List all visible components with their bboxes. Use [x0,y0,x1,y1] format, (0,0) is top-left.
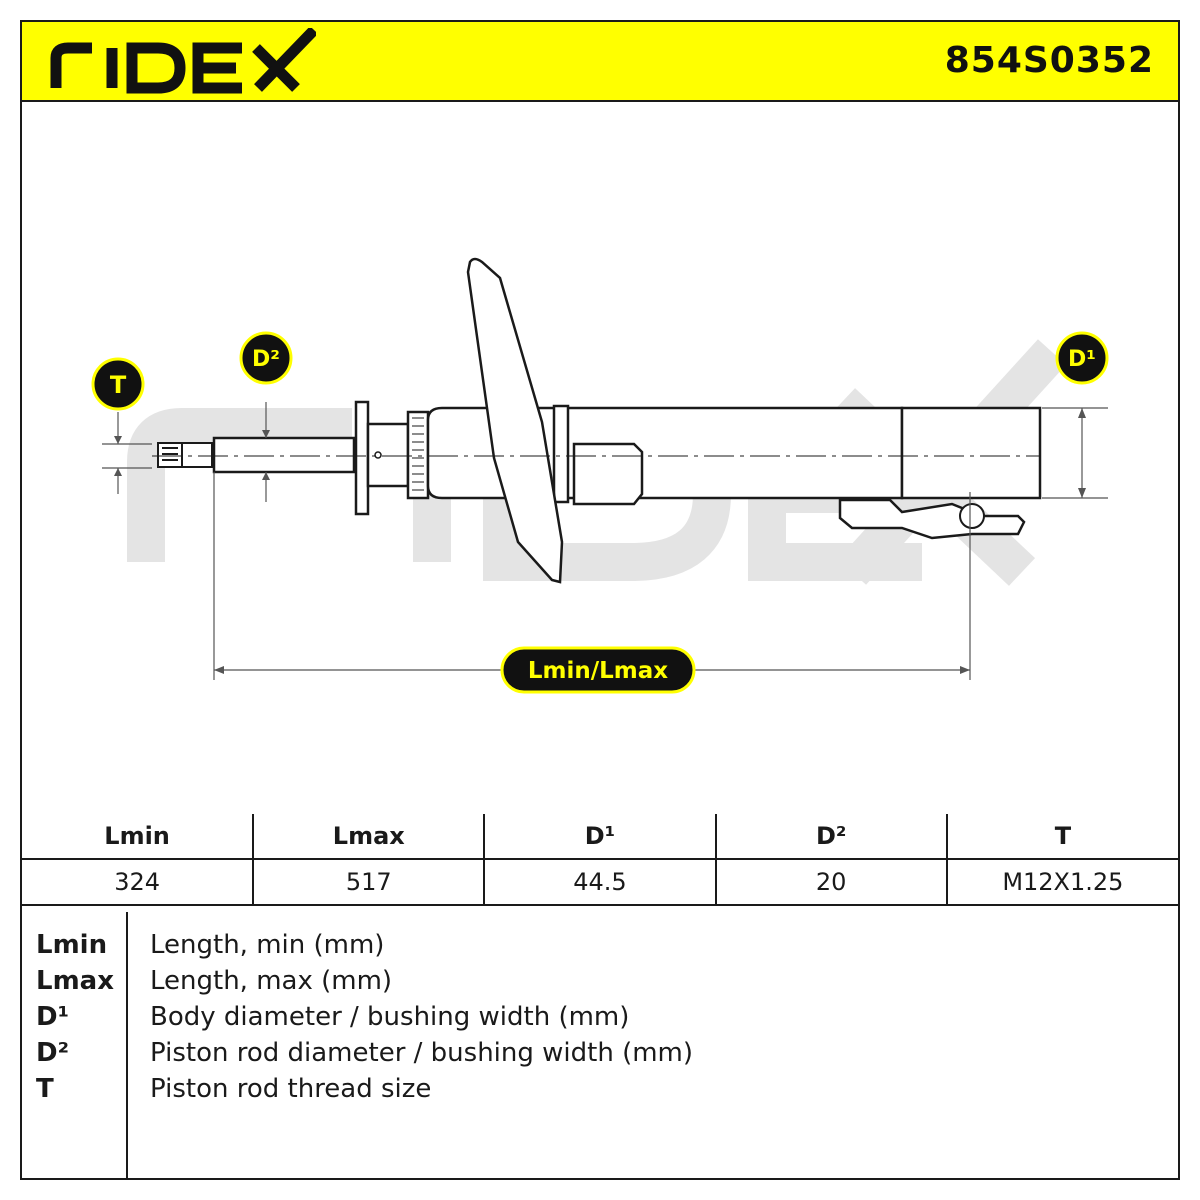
legend-item: Lmin Length, min (mm) [22,930,1178,966]
spec-table: Lmin Lmax D¹ D² T 324 517 44.5 20 M12X1.… [22,814,1178,906]
svg-text:D²: D² [252,347,280,372]
knurled-collar [406,410,430,500]
spec-header-lmax: Lmax [252,814,486,860]
lower-mount-bracket [838,498,1026,540]
legend-key: Lmax [36,966,114,996]
spec-value-t: M12X1.25 [945,858,1178,906]
legend-key: T [36,1074,54,1104]
spec-header-d2: D² [714,814,948,860]
badge-d2: D² [239,331,293,385]
spec-value-d1: 44.5 [483,858,717,906]
svg-text:D¹: D¹ [1068,347,1096,372]
legend-desc: Piston rod diameter / bushing width (mm) [150,1038,694,1068]
legend-desc: Body diameter / bushing width (mm) [150,1002,630,1032]
legend-desc: Length, min (mm) [150,930,385,960]
badge-length: Lmin/Lmax [500,646,696,694]
badge-t: T [91,357,145,411]
spec-value-lmin: 324 [22,858,255,906]
spring-seat [466,257,564,584]
legend-desc: Length, max (mm) [150,966,393,996]
svg-text:T: T [110,371,127,399]
spec-value-d2: 20 [714,858,948,906]
legend-item: Lmax Length, max (mm) [22,966,1178,1002]
piston-rod [212,436,356,474]
top-mount-plate [354,400,370,516]
legend-divider [126,912,128,1180]
legend: Lmin Length, min (mm) Lmax Length, max (… [22,912,1178,1180]
spec-value-lmax: 517 [252,858,486,906]
badge-d1: D¹ [1055,331,1109,385]
body-lower-tube [900,406,1042,500]
header-bar: 854S0352 [22,22,1178,102]
legend-key: D¹ [36,1002,69,1032]
legend-desc: Piston rod thread size [150,1074,432,1104]
legend-item: D¹ Body diameter / bushing width (mm) [22,1002,1178,1038]
legend-item: D² Piston rod diameter / bushing width (… [22,1038,1178,1074]
spec-header-d1: D¹ [483,814,717,860]
legend-key: Lmin [36,930,108,960]
spec-value-row: 324 517 44.5 20 M12X1.25 [22,858,1178,906]
spec-header-lmin: Lmin [22,814,255,860]
technical-drawing: T D² D¹ Lmin/Lmax [91,257,1109,694]
legend-item: T Piston rod thread size [22,1074,1178,1110]
spec-header-t: T [945,814,1178,860]
legend-key: D² [36,1038,69,1068]
svg-text:Lmin/Lmax: Lmin/Lmax [528,658,668,684]
spec-header-row: Lmin Lmax D¹ D² T [22,814,1178,860]
ridex-logo [50,28,316,94]
datasheet: 854S0352 [20,20,1180,1180]
part-number: 854S0352 [944,40,1154,81]
piston-rod-thread [157,442,213,468]
